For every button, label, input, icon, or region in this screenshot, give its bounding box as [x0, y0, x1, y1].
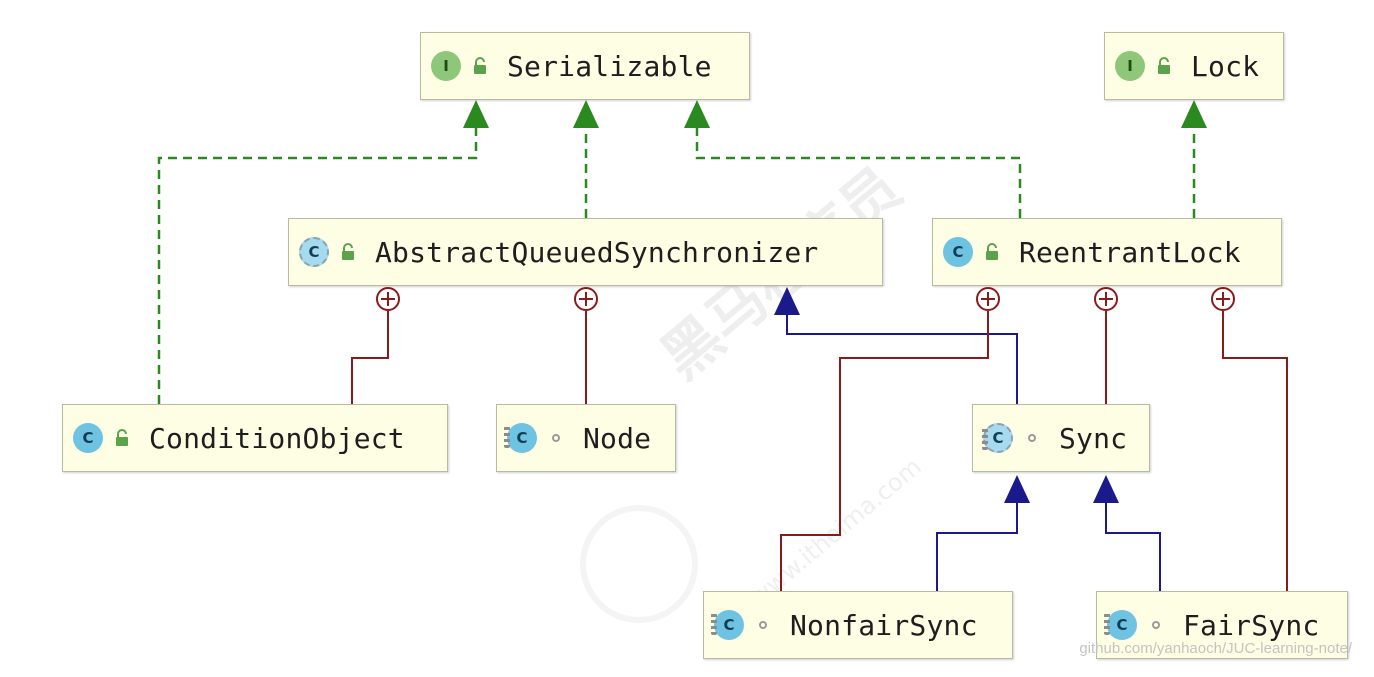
node-node[interactable]: C Node: [496, 404, 676, 472]
implements-edges: [157, 128, 1196, 404]
edge-nonfairsync-reentrantlock: [780, 311, 989, 591]
package-private-icon: [752, 614, 774, 636]
inner-class-markers: [376, 287, 1235, 311]
interface-icon: I: [1115, 51, 1145, 81]
public-lock-icon: [337, 241, 359, 263]
node-nonfair-sync[interactable]: C NonfairSync: [703, 591, 1013, 659]
node-condition-object[interactable]: C ConditionObject: [62, 404, 448, 472]
arrowhead-aqs: [774, 287, 800, 315]
class-icon: C: [943, 237, 973, 267]
arrowhead-sync-right: [1093, 475, 1119, 503]
edge-fairsync-reentrantlock: [1222, 311, 1288, 591]
static-class-icon: C: [1104, 610, 1137, 640]
node-sync[interactable]: C Sync: [972, 404, 1150, 472]
node-fair-sync[interactable]: C FairSync: [1096, 591, 1348, 659]
edge-sync-aqs: [786, 314, 1018, 404]
edge-conditionobject-serializable: [157, 128, 478, 404]
node-serializable[interactable]: I Serializable: [420, 32, 750, 100]
node-label: ConditionObject: [149, 421, 405, 455]
public-lock-icon: [981, 241, 1003, 263]
arrowhead-serializable-mid: [573, 100, 599, 128]
arrowhead-serializable-right: [684, 100, 710, 128]
extends-edges: [786, 314, 1161, 591]
interface-icon: I: [431, 51, 461, 81]
plus-marker-aqs-1: [376, 287, 400, 311]
edge-conditionobject-aqs: [351, 311, 389, 404]
public-lock-icon: [469, 55, 491, 77]
node-label: Serializable: [507, 49, 712, 83]
node-label: AbstractQueuedSynchronizer: [375, 235, 819, 269]
class-icon: C: [73, 423, 103, 453]
package-private-icon: [1021, 427, 1043, 449]
package-private-icon: [1145, 614, 1167, 636]
static-class-icon: C: [711, 610, 744, 640]
plus-marker-reentrantlock-2: [1094, 287, 1118, 311]
arrowhead-sync-left: [1004, 475, 1030, 503]
arrowhead-serializable-left: [463, 100, 489, 128]
public-lock-icon: [1153, 55, 1175, 77]
node-label: Sync: [1059, 421, 1128, 455]
node-reentrant-lock[interactable]: C ReentrantLock: [932, 218, 1282, 286]
inner-class-edges: [351, 311, 1288, 591]
abstract-class-icon: C: [299, 237, 329, 267]
static-abstract-class-icon: C: [982, 423, 1013, 453]
node-label: FairSync: [1183, 608, 1320, 642]
extends-arrowheads: [774, 287, 1119, 503]
public-lock-icon: [111, 427, 133, 449]
node-label: Lock: [1191, 49, 1260, 83]
node-label: Node: [583, 421, 652, 455]
package-private-icon: [545, 427, 567, 449]
watermark-logo: [580, 505, 698, 623]
node-label: ReentrantLock: [1019, 235, 1241, 269]
implements-arrowheads: [463, 100, 1207, 128]
credit-text: github.com/yanhaoch/JUC-learning-note/: [1079, 640, 1352, 657]
edge-nonfairsync-sync: [936, 503, 1018, 591]
edge-fairsync-sync: [1105, 503, 1161, 591]
node-lock[interactable]: I Lock: [1104, 32, 1284, 100]
node-abstract-queued-synchronizer[interactable]: C AbstractQueuedSynchronizer: [288, 218, 883, 286]
plus-marker-reentrantlock-1: [976, 287, 1000, 311]
arrowhead-lock: [1181, 100, 1207, 128]
plus-marker-aqs-2: [574, 287, 598, 311]
edge-reentrantlock-serializable: [695, 128, 1022, 218]
node-label: NonfairSync: [790, 608, 978, 642]
plus-marker-reentrantlock-3: [1211, 287, 1235, 311]
static-class-icon: C: [504, 423, 537, 453]
